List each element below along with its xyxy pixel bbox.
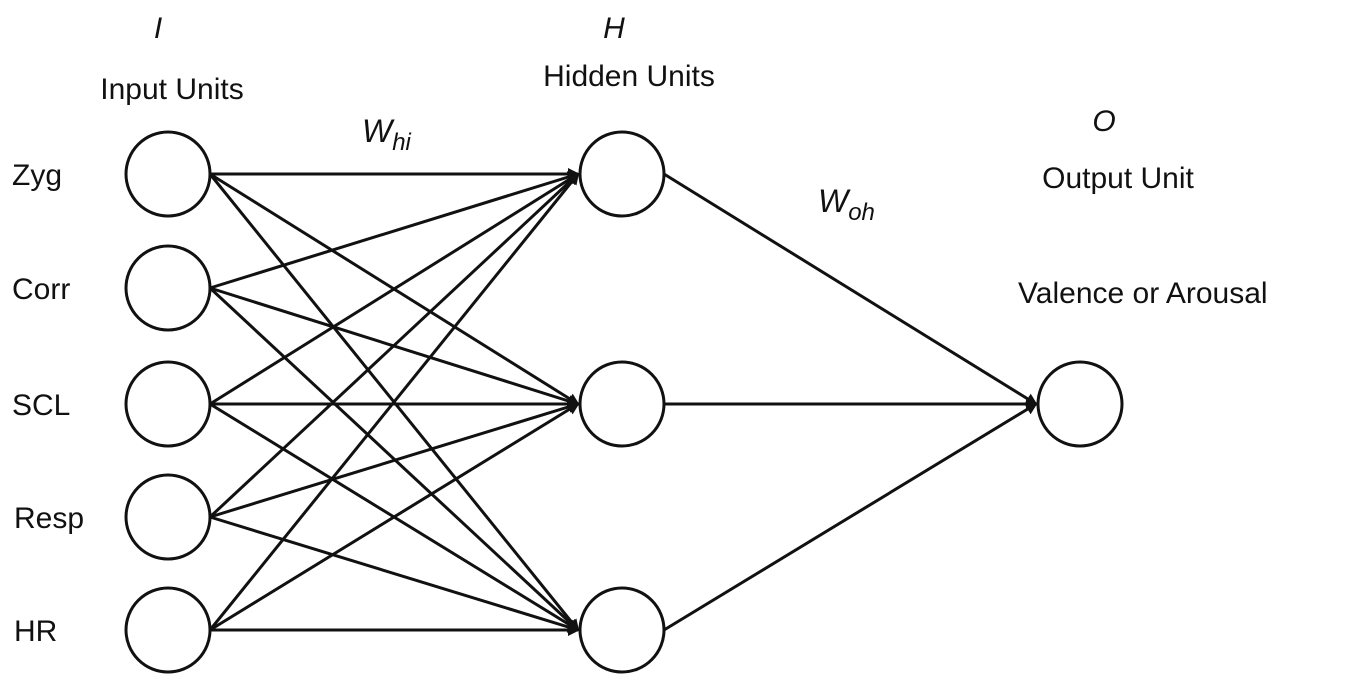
edge-input-4-hidden-0	[208, 172, 580, 631]
edge-hidden-0-output-0	[663, 172, 1038, 406]
hidden-layer-symbol: H	[603, 12, 625, 45]
edge-hidden-2-output-0	[663, 402, 1038, 632]
weight-label-hidden-output: Woh	[818, 183, 875, 226]
input-unit-label-corr: Corr	[12, 273, 70, 306]
output-layer-title: Output Unit	[1042, 162, 1194, 195]
output-layer-symbol: O	[1092, 105, 1115, 138]
input-unit-label-zyg: Zyg	[12, 159, 62, 192]
input-node-1	[124, 244, 212, 332]
weight-label-input-hidden-base: W	[362, 113, 395, 149]
weight-label-hidden-output-sub: oh	[848, 199, 875, 226]
edge-input-3-hidden-2	[209, 515, 580, 633]
input-layer-title: Input Units	[100, 73, 243, 106]
input-unit-label-resp: Resp	[14, 502, 84, 535]
hidden-node-2	[578, 586, 666, 674]
weight-label-input-hidden-sub: hi	[392, 129, 411, 156]
input-node-4	[124, 586, 212, 674]
output-target-label: Valence or Arousal	[1018, 277, 1268, 310]
hidden-layer-title: Hidden Units	[543, 60, 715, 93]
output-node-0	[1036, 360, 1124, 448]
weight-label-hidden-output-base: W	[818, 183, 851, 219]
edge-input-2-hidden-0	[209, 172, 580, 406]
input-node-0	[124, 130, 212, 218]
edge-input-4-hidden-1	[209, 402, 580, 632]
hidden-node-1	[578, 360, 666, 448]
input-node-2	[124, 360, 212, 448]
nodes	[124, 130, 1124, 674]
connections	[208, 168, 1038, 636]
edge-input-3-hidden-0	[208, 172, 580, 519]
input-unit-label-scl: SCL	[12, 389, 70, 422]
hidden-node-0	[578, 130, 666, 218]
input-unit-label-hr: HR	[14, 615, 57, 648]
weight-label-input-hidden: Whi	[362, 113, 412, 156]
edge-input-1-hidden-0	[209, 171, 580, 290]
input-node-3	[124, 473, 212, 561]
edge-input-3-hidden-1	[209, 401, 580, 519]
input-layer-symbol: I	[154, 12, 162, 45]
